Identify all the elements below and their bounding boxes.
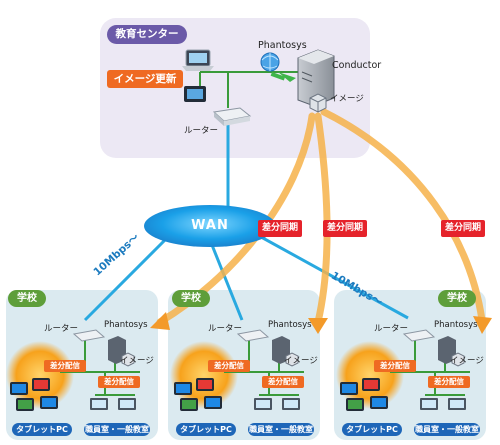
sync-tag-2: 差分同期 [323,220,367,237]
image-update-label: イメージ更新 [107,70,183,88]
router-icon [212,107,252,126]
school-2-router-label: ルーター [208,324,243,334]
school-3-distribution-tag-2: 差分配信 [428,376,470,388]
sync-arrow-heads [150,312,492,334]
school-title-1: 学校 [8,290,46,307]
school-2-image-label: イメージ [284,356,318,366]
school-2-distribution-tag-2: 差分配信 [262,376,304,388]
wan-label: WAN [191,218,229,233]
tablet-icon [184,86,206,102]
school-2-room-label: 職員室・一般教室 [248,423,314,436]
school-3-distribution-tag: 差分配信 [374,360,416,372]
center-phantosys-label: Phantosys [258,40,307,51]
sync-tag-3: 差分同期 [441,220,485,237]
globe-icon [260,52,280,72]
school-title-3: 学校 [438,290,476,307]
update-arrow-icon [270,72,296,82]
school-1-room-label: 職員室・一般教室 [84,423,150,436]
school-2-tablet-label: タブレットPC [176,423,236,436]
laptop-icon [182,49,214,71]
center-image-label: イメージ [330,94,364,104]
school-2-phantosys-label: Phantosys [268,320,312,330]
wan-cloud-icon [144,205,276,247]
school-3-image-label: イメージ [450,356,484,366]
school-1-phantosys-label: Phantosys [104,320,148,330]
school-3-room-label: 職員室・一般教室 [414,423,480,436]
image-cube-icon [309,93,327,113]
school-1-image-label: イメージ [120,356,154,366]
school-1-distribution-tag: 差分配信 [44,360,86,372]
school-3-router-label: ルーター [374,324,409,334]
school-3-phantosys-label: Phantosys [434,320,478,330]
school-title-2: 学校 [172,290,210,307]
conductor-label: Conductor [332,60,382,71]
wan-links [83,120,409,322]
center-router-label: ルーター [184,126,219,136]
school-equipment-3 [336,329,470,411]
school-equipment-2 [170,329,304,411]
sync-tag-1: 差分同期 [258,220,302,237]
school-2-distribution-tag: 差分配信 [208,360,250,372]
school-1-router-label: ルーター [44,324,79,334]
school-1-tablet-label: タブレットPC [12,423,72,436]
school-3-tablet-label: タブレットPC [342,423,402,436]
conductor-server-icon [297,49,335,107]
education-center-title: 教育センター [107,25,187,44]
school-1-distribution-tag-2: 差分配信 [98,376,140,388]
